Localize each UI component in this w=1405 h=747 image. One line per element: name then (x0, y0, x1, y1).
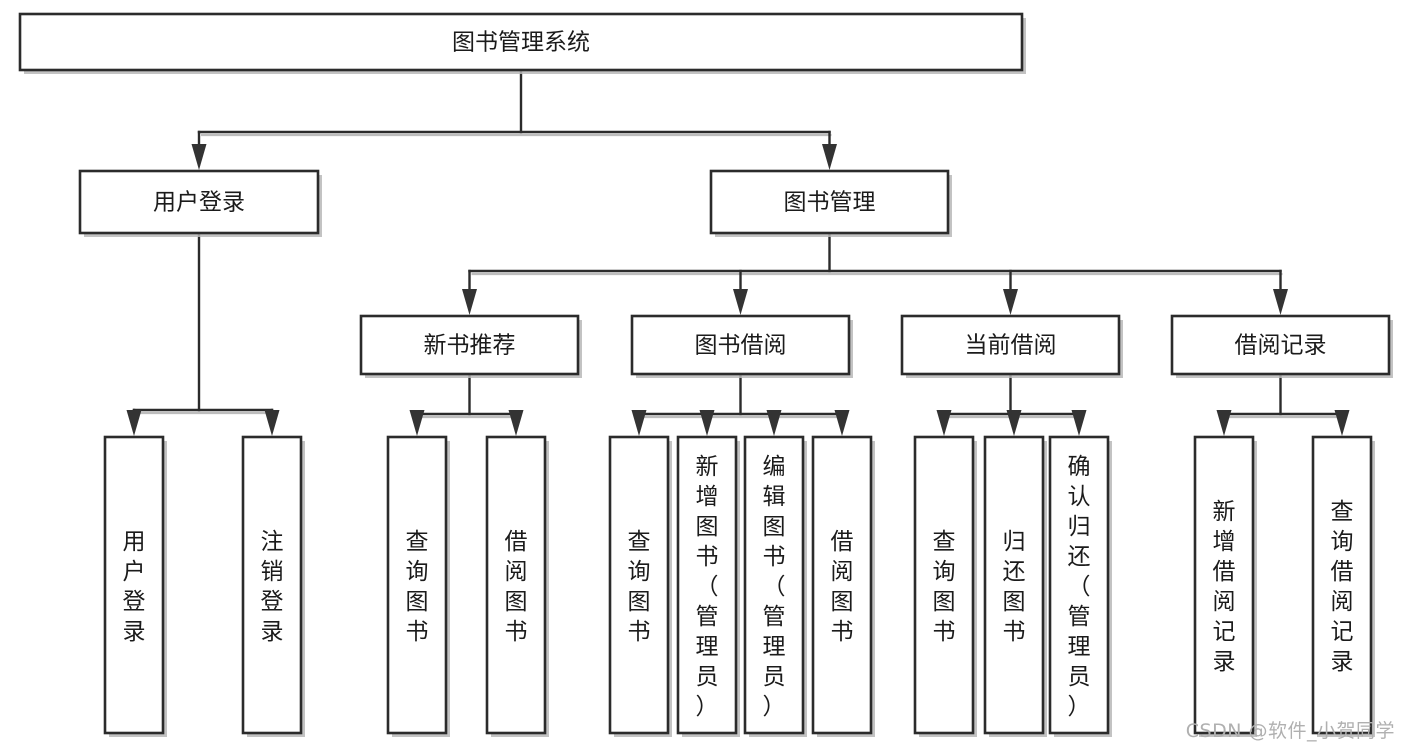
node-box[interactable] (743, 435, 805, 735)
node-box[interactable] (983, 435, 1045, 735)
node-label: 注销登录 (261, 529, 284, 645)
node-root[interactable]: 图书管理系统 (18, 12, 1026, 74)
node-label: 编辑图书（管理员） (763, 454, 786, 720)
node-box[interactable] (18, 12, 1024, 72)
node-box[interactable] (709, 169, 950, 235)
node-newbook[interactable]: 新书推荐 (359, 314, 582, 378)
node-label: 用户登录 (123, 529, 146, 645)
node-box[interactable] (1048, 435, 1110, 735)
node-box[interactable] (241, 435, 303, 735)
watermark-text: CSDN @软件_小贺同学 (1185, 720, 1395, 742)
node-label: 图书借阅 (695, 333, 787, 359)
node-label: 借阅图书 (831, 529, 854, 645)
node-box[interactable] (676, 435, 738, 735)
node-box[interactable] (78, 169, 320, 235)
node-bookmgr[interactable]: 图书管理 (709, 169, 952, 237)
node-leaf-borrow-book-2[interactable]: 借阅图书 (811, 435, 875, 737)
node-label: 归还图书 (1003, 529, 1026, 645)
node-leaf-edit-book[interactable]: 编辑图书（管理员） (743, 435, 807, 737)
node-label: 借阅图书 (505, 529, 528, 645)
node-records[interactable]: 借阅记录 (1170, 314, 1393, 378)
node-label: 查询图书 (933, 529, 956, 645)
edges-layer (126, 68, 1350, 436)
node-login[interactable]: 用户登录 (78, 169, 322, 237)
node-leaf-add-book[interactable]: 新增图书（管理员） (676, 435, 740, 737)
node-leaf-query-record[interactable]: 查询借阅记录 (1311, 435, 1375, 737)
node-label: 新增图书（管理员） (696, 454, 719, 720)
node-leaf-user-login[interactable]: 用户登录 (103, 435, 167, 737)
node-current[interactable]: 当前借阅 (900, 314, 1123, 378)
node-label: 查询借阅记录 (1331, 499, 1354, 675)
node-box[interactable] (485, 435, 547, 735)
node-borrow[interactable]: 图书借阅 (630, 314, 853, 378)
node-label: 当前借阅 (965, 333, 1057, 359)
node-leaf-query-book-3[interactable]: 查询图书 (913, 435, 977, 737)
node-label: 确认归还（管理员） (1068, 454, 1091, 720)
node-box[interactable] (608, 435, 670, 735)
node-label: 查询图书 (406, 529, 429, 645)
node-box[interactable] (103, 435, 165, 735)
node-leaf-return-book[interactable]: 归还图书 (983, 435, 1047, 737)
node-leaf-confirm-return[interactable]: 确认归还（管理员） (1048, 435, 1112, 737)
node-label: 借阅记录 (1235, 333, 1327, 359)
node-leaf-logout[interactable]: 注销登录 (241, 435, 305, 737)
node-label: 新书推荐 (424, 333, 516, 359)
node-leaf-borrow-book-1[interactable]: 借阅图书 (485, 435, 549, 737)
node-box[interactable] (630, 314, 851, 376)
node-box[interactable] (811, 435, 873, 735)
node-label: 查询图书 (628, 529, 651, 645)
node-box[interactable] (900, 314, 1121, 376)
node-label: 图书管理 (784, 190, 876, 216)
node-box[interactable] (913, 435, 975, 735)
node-label: 图书管理系统 (452, 30, 590, 56)
node-leaf-query-book-1[interactable]: 查询图书 (386, 435, 450, 737)
node-box[interactable] (1311, 435, 1373, 735)
node-box[interactable] (1193, 435, 1255, 735)
node-leaf-add-record[interactable]: 新增借阅记录 (1193, 435, 1257, 737)
node-label: 用户登录 (153, 190, 245, 216)
node-box[interactable] (386, 435, 448, 735)
node-label: 新增借阅记录 (1213, 499, 1236, 675)
node-box[interactable] (359, 314, 580, 376)
node-box[interactable] (1170, 314, 1391, 376)
node-leaf-query-book-2[interactable]: 查询图书 (608, 435, 672, 737)
nodes-layer: 图书管理系统用户登录图书管理新书推荐图书借阅当前借阅借阅记录用户登录注销登录查询… (18, 12, 1393, 737)
